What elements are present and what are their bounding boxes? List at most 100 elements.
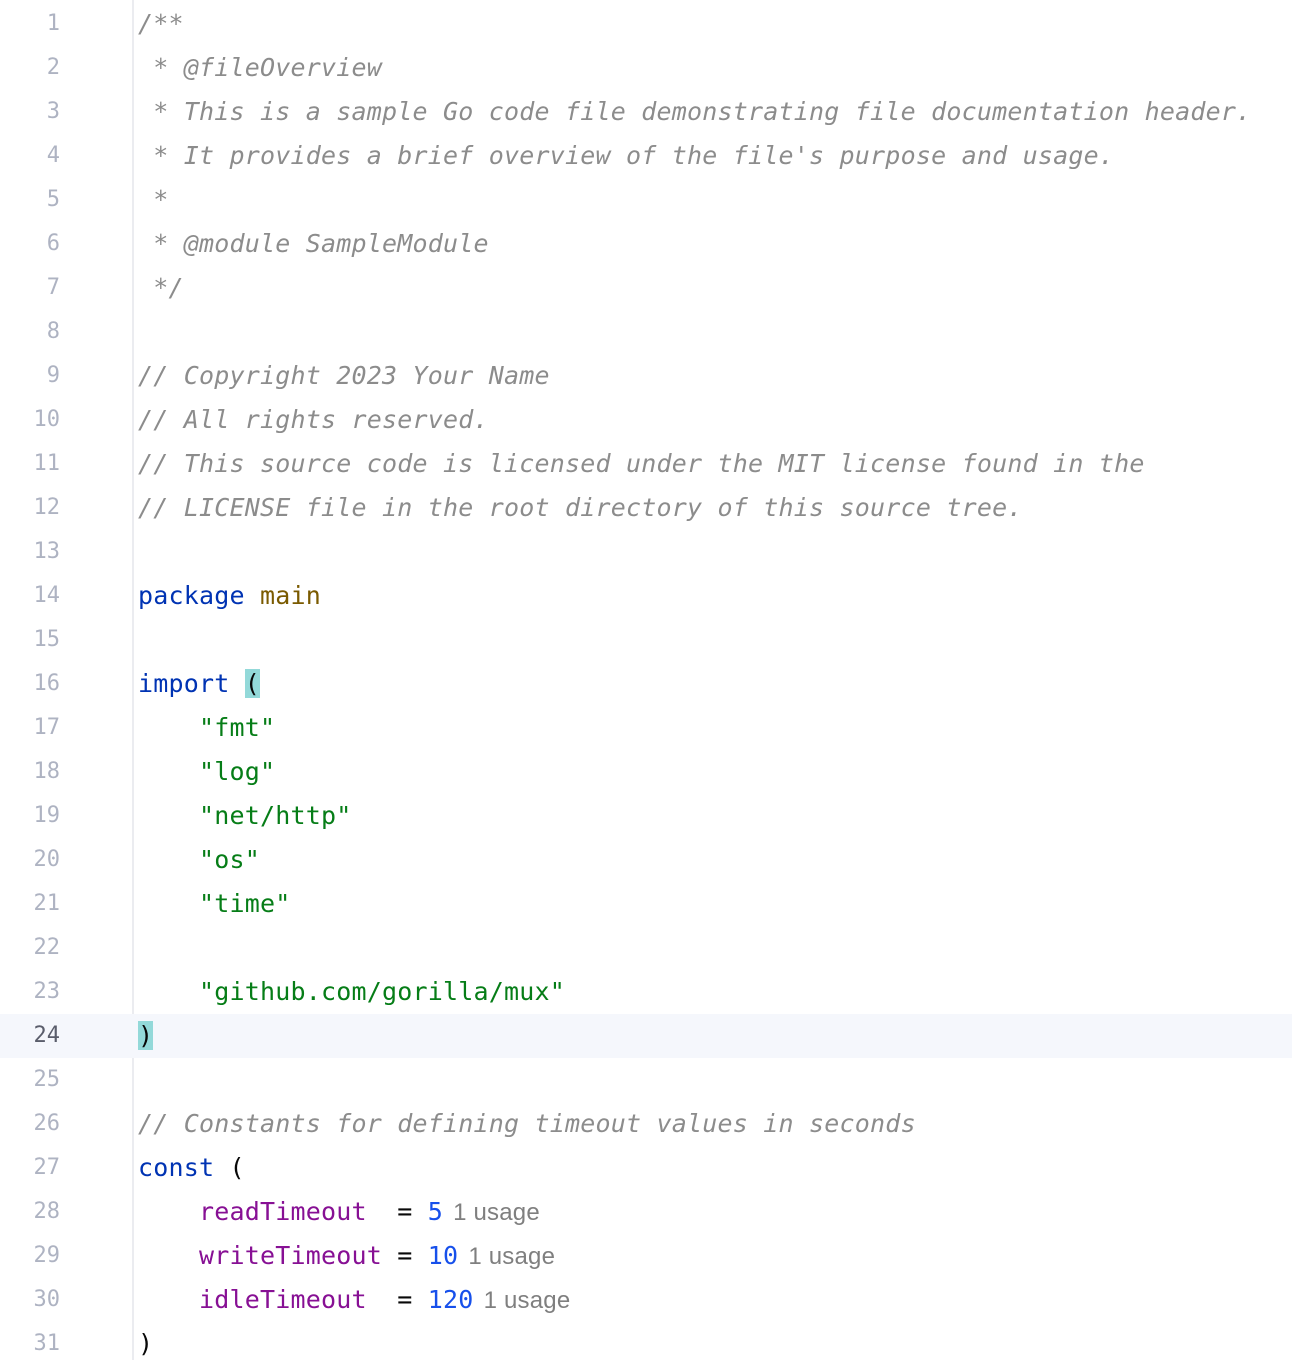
- code-line[interactable]: 21 "time": [0, 882, 1292, 926]
- code-line[interactable]: 17 "fmt": [0, 706, 1292, 750]
- line-number: 19: [33, 803, 61, 828]
- code-text[interactable]: ): [138, 1322, 153, 1366]
- line-number: 27: [33, 1155, 61, 1180]
- line-number: 11: [33, 451, 61, 476]
- code-token: // Copyright 2023 Your Name: [138, 361, 550, 390]
- code-line[interactable]: 5 *: [0, 178, 1292, 222]
- code-token: "log": [199, 757, 276, 786]
- code-text[interactable]: package main: [138, 574, 321, 618]
- code-line[interactable]: 31): [0, 1322, 1292, 1366]
- line-number: 29: [33, 1243, 61, 1268]
- code-token: // Constants for defining timeout values…: [138, 1109, 916, 1138]
- code-text[interactable]: const (: [138, 1146, 245, 1190]
- line-number: 16: [33, 671, 61, 696]
- code-line[interactable]: 10// All rights reserved.: [0, 398, 1292, 442]
- line-number: 5: [46, 187, 60, 212]
- code-token: /**: [138, 9, 184, 38]
- code-line[interactable]: 24): [0, 1014, 1292, 1058]
- code-text[interactable]: // LICENSE file in the root directory of…: [138, 486, 1023, 530]
- line-number: 4: [46, 143, 60, 168]
- code-line[interactable]: 26// Constants for defining timeout valu…: [0, 1102, 1292, 1146]
- code-line[interactable]: 16 import (: [0, 662, 1292, 706]
- code-token: "fmt": [199, 713, 276, 742]
- line-number: 22: [33, 935, 61, 960]
- code-line[interactable]: 11 // This source code is licensed under …: [0, 442, 1292, 486]
- line-number: 1: [46, 11, 60, 36]
- line-number: 18: [33, 759, 61, 784]
- code-text[interactable]: *: [138, 178, 169, 222]
- usage-hint[interactable]: 1 usage: [453, 1199, 540, 1226]
- code-line[interactable]: 3 * This is a sample Go code file demons…: [0, 90, 1292, 134]
- code-text[interactable]: "fmt": [138, 706, 275, 750]
- code-token: ): [138, 1329, 154, 1358]
- line-number: 12: [33, 495, 61, 520]
- code-line[interactable]: 13: [0, 530, 1292, 574]
- code-token: [138, 801, 199, 830]
- code-text[interactable]: * This is a sample Go code file demonstr…: [138, 90, 1251, 134]
- line-number: 2: [46, 55, 60, 80]
- code-line[interactable]: 15: [0, 618, 1292, 662]
- code-token: [230, 669, 245, 698]
- code-line[interactable]: 25: [0, 1058, 1292, 1102]
- code-token: main: [260, 581, 322, 610]
- code-text[interactable]: "github.com/gorilla/mux": [138, 970, 565, 1014]
- code-text[interactable]: * @module SampleModule: [138, 222, 489, 266]
- code-text[interactable]: // All rights reserved.: [138, 398, 489, 442]
- code-line[interactable]: 22: [0, 926, 1292, 970]
- code-token: [138, 757, 199, 786]
- code-line[interactable]: 18 "log": [0, 750, 1292, 794]
- code-line[interactable]: 2 * @fileOverview: [0, 46, 1292, 90]
- code-token: "time": [199, 889, 291, 918]
- code-text[interactable]: "os": [138, 838, 260, 882]
- code-text[interactable]: // This source code is licensed under th…: [138, 442, 1145, 486]
- code-line[interactable]: 27 const (: [0, 1146, 1292, 1190]
- code-text[interactable]: * It provides a brief overview of the fi…: [138, 134, 1114, 178]
- code-line[interactable]: 8: [0, 310, 1292, 354]
- line-number: 3: [46, 99, 60, 124]
- code-text[interactable]: "log": [138, 750, 275, 794]
- line-number: 21: [33, 891, 61, 916]
- usage-hint[interactable]: 1 usage: [483, 1287, 571, 1314]
- code-token: package: [138, 581, 245, 610]
- code-text[interactable]: "time": [138, 882, 291, 926]
- code-text[interactable]: * @fileOverview: [138, 46, 382, 90]
- code-line[interactable]: 1 /**: [0, 2, 1292, 46]
- code-text[interactable]: /**: [138, 2, 184, 46]
- code-token: */: [138, 273, 184, 302]
- code-text[interactable]: // Copyright 2023 Your Name: [138, 354, 550, 398]
- code-text[interactable]: ): [138, 1014, 154, 1058]
- code-text[interactable]: // Constants for defining timeout values…: [138, 1102, 916, 1146]
- code-token: * @module SampleModule: [138, 229, 489, 258]
- code-line[interactable]: 9// Copyright 2023 Your Name: [0, 354, 1292, 398]
- line-number: 24: [33, 1023, 61, 1048]
- code-token: // LICENSE file in the root directory of…: [138, 493, 1023, 522]
- code-line[interactable]: 12 // LICENSE file in the root directory …: [0, 486, 1292, 530]
- code-line[interactable]: 19 "net/http": [0, 794, 1292, 838]
- line-number: 15: [33, 627, 61, 652]
- code-token: [138, 845, 199, 874]
- code-token: (: [244, 669, 261, 698]
- code-text[interactable]: "net/http": [138, 794, 352, 838]
- code-line[interactable]: 23 "github.com/gorilla/mux": [0, 970, 1292, 1014]
- usage-hint[interactable]: 1 usage: [468, 1243, 556, 1270]
- code-line[interactable]: 4 * It provides a brief overview of the …: [0, 134, 1292, 178]
- code-token: [138, 1197, 199, 1226]
- code-line[interactable]: 6 * @module SampleModule: [0, 222, 1292, 266]
- code-token: "github.com/gorilla/mux": [199, 977, 566, 1006]
- code-token: ): [138, 1021, 154, 1050]
- code-text[interactable]: */: [138, 266, 184, 310]
- code-token: * It provides a brief overview of the fi…: [138, 141, 1115, 170]
- code-line[interactable]: 20 "os": [0, 838, 1292, 882]
- code-text[interactable]: import (: [138, 662, 261, 706]
- code-token: (: [214, 1153, 245, 1182]
- code-token: 120: [427, 1285, 474, 1314]
- code-line[interactable]: 7 */: [0, 266, 1292, 310]
